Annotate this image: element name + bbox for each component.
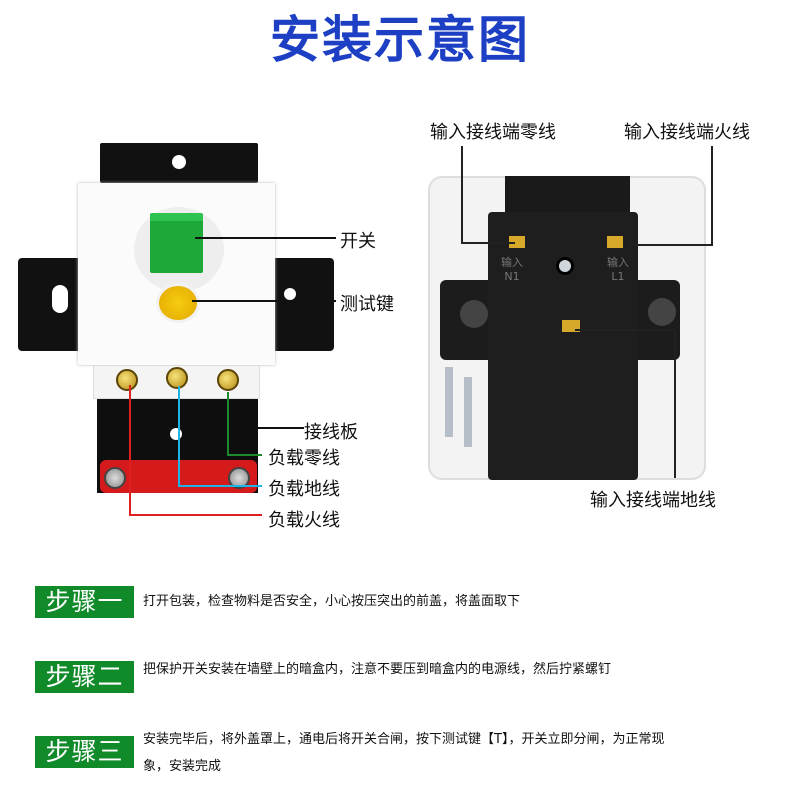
input-mark: 输入 xyxy=(501,256,523,269)
neutral-wire xyxy=(227,392,262,456)
input-live-leader xyxy=(628,146,713,246)
mount-hole xyxy=(648,298,676,326)
l1-mark: L1 xyxy=(611,270,625,283)
label-input-ground: 输入接线端地线 xyxy=(590,490,716,511)
mounting-hole xyxy=(172,155,186,169)
top-block xyxy=(505,176,630,216)
n1-mark: N1 xyxy=(504,270,520,283)
terminal-screw-icon xyxy=(116,369,138,391)
socket-body xyxy=(488,212,638,480)
step-3-text: 安装完毕后，将外盖罩上，通电后将开关合闸，按下测试键【T】，开关立即分闸，为正常… xyxy=(143,732,665,774)
screw-icon xyxy=(464,377,472,447)
label-load-live: 负载火线 xyxy=(268,510,340,531)
label-terminal-board: 接线板 xyxy=(304,422,358,443)
label-input-neutral: 输入接线端零线 xyxy=(430,122,556,143)
label-input-live: 输入接线端火线 xyxy=(624,122,750,143)
step-1-badge: 步骤一 xyxy=(35,586,134,618)
ground-wire xyxy=(178,386,262,487)
mounting-hole xyxy=(284,288,296,300)
mounting-slot xyxy=(52,285,68,313)
screw-icon xyxy=(104,467,126,489)
label-load-ground: 负载地线 xyxy=(268,479,340,500)
toggle-lever[interactable] xyxy=(150,213,203,273)
terminal-screw-icon xyxy=(217,369,239,391)
label-load-neutral: 负载零线 xyxy=(268,448,340,469)
screw-icon xyxy=(445,367,453,437)
test-button[interactable] xyxy=(156,283,200,323)
live-terminal xyxy=(607,236,623,248)
left-mounting-plate xyxy=(18,258,83,351)
live-wire xyxy=(129,385,262,516)
input-ground-leader xyxy=(575,329,676,478)
step-2-badge: 步骤二 xyxy=(35,661,134,693)
terminal-screw-icon xyxy=(166,367,188,389)
step-3-badge: 步骤三 xyxy=(35,736,134,768)
page-title: 安装示意图 xyxy=(270,11,530,69)
screw-icon xyxy=(228,467,250,489)
step-2-text: 把保护开关安装在墙壁上的暗盒内，注意不要压到暗盒内的电源线，然后拧紧螺钉 xyxy=(143,662,612,677)
center-screw-icon xyxy=(556,257,574,275)
neutral-terminal xyxy=(509,236,525,248)
label-test-button: 测试键 xyxy=(340,294,394,315)
label-switch: 开关 xyxy=(340,231,376,252)
mount-hole xyxy=(460,300,488,328)
input-neutral-leader xyxy=(461,146,515,244)
step-1-text: 打开包装，检查物料是否安全，小心按压突出的前盖，将盖面取下 xyxy=(143,594,521,609)
right-mounting-plate xyxy=(272,258,334,351)
input-mark: 输入 xyxy=(607,256,629,269)
